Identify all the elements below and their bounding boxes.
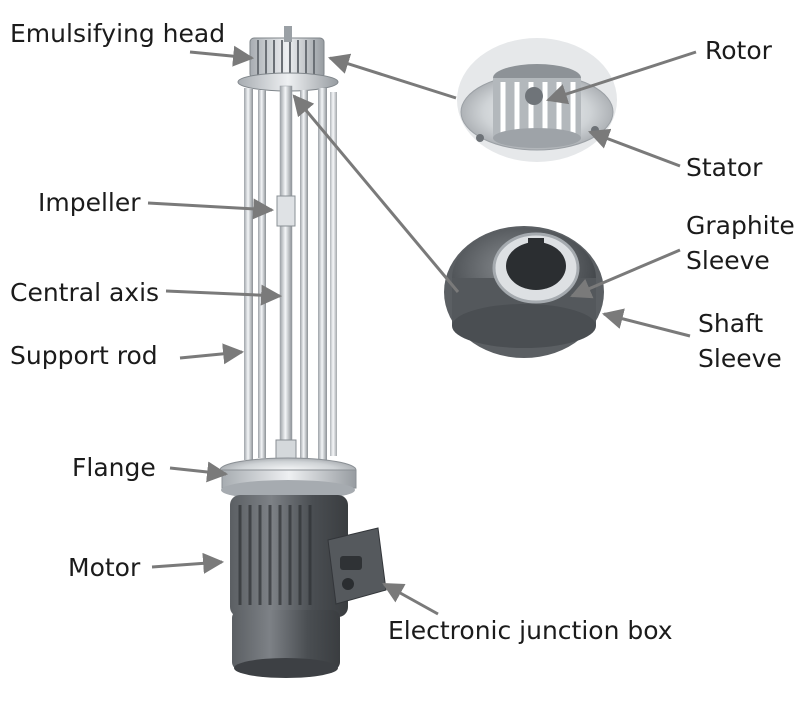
arrow-shaft-sleeve [601, 308, 691, 338]
label-shaft-sleeve-line2: Sleeve [698, 344, 782, 373]
label-motor: Motor [68, 553, 141, 582]
arrow-support-rod [179, 343, 245, 365]
arrow-head-to-inset [327, 53, 457, 100]
sleeve-inset [444, 226, 604, 358]
label-shaft-sleeve: Shaft Sleeve [698, 306, 782, 376]
label-central-axis: Central axis [10, 278, 160, 307]
leader-arrows [147, 45, 697, 616]
arrow-rotor [546, 50, 697, 105]
label-shaft-sleeve-line1: Shaft [698, 309, 764, 338]
label-rotor: Rotor [705, 36, 772, 65]
central-axis-part [275, 85, 297, 471]
label-flange: Flange [72, 453, 156, 482]
motor-part [230, 495, 348, 678]
arrow-emulsifying-head [189, 45, 255, 67]
arrow-flange [169, 461, 229, 483]
emulsifying-head-part [237, 26, 339, 92]
rotor-stator-inset [457, 38, 617, 162]
label-impeller: Impeller [38, 188, 141, 217]
arrow-motor [151, 552, 225, 574]
junction-box-part [327, 527, 387, 605]
label-graphite-sleeve-line2: Sleeve [686, 246, 770, 275]
label-graphite-sleeve: Graphite Sleeve [686, 208, 795, 278]
label-support-rod: Support rod [10, 341, 158, 370]
arrow-junction-box [382, 582, 439, 616]
arrow-central-axis [165, 284, 283, 306]
label-emulsifying-head: Emulsifying head [10, 19, 226, 48]
support-rods [244, 88, 337, 460]
arrow-graphite-sleeve [570, 248, 681, 299]
label-stator: Stator [686, 153, 763, 182]
flange-part [219, 457, 357, 500]
arrow-stator [588, 128, 681, 168]
arrow-impeller [147, 198, 275, 220]
label-graphite-sleeve-line1: Graphite [686, 211, 795, 240]
label-electronic-junction-box: Electronic junction box [388, 616, 673, 645]
arrow-axis-to-inset [292, 94, 460, 293]
